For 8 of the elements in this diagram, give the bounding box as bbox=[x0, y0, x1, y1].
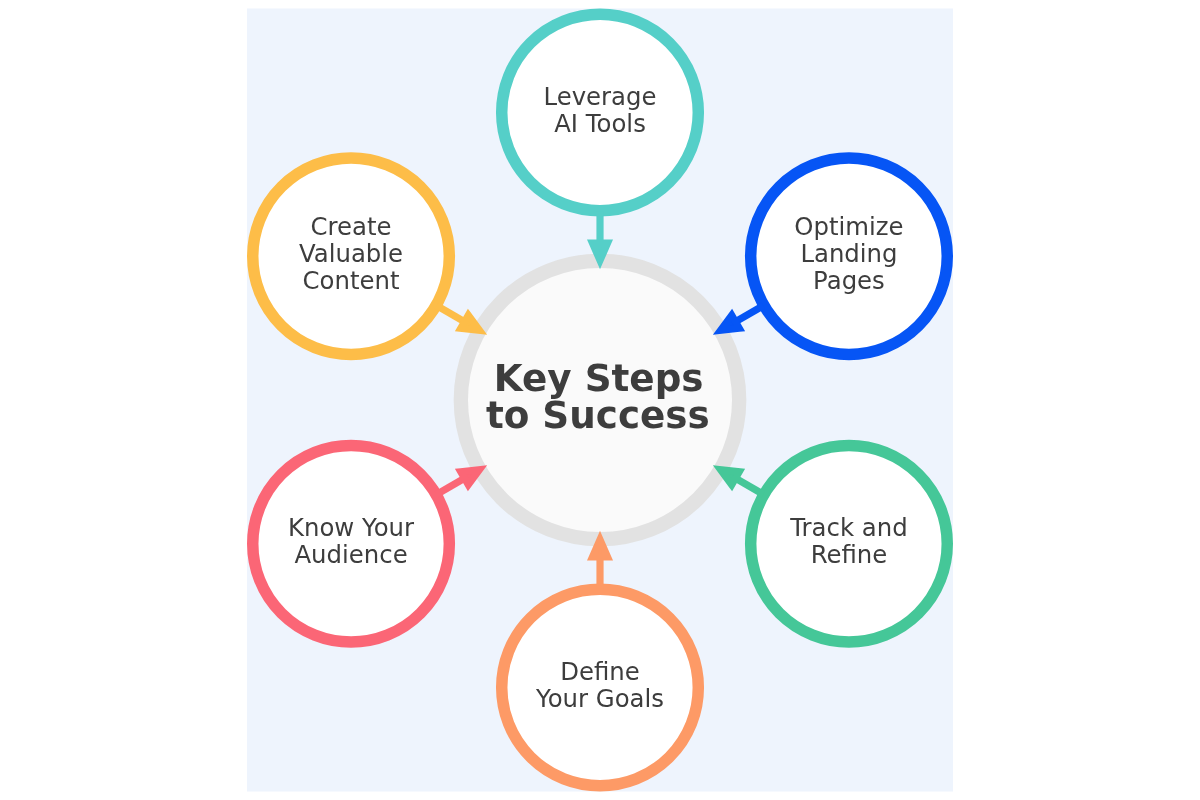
node-circle: Define Your Goals bbox=[496, 583, 705, 792]
node-circle: Leverage AI Tools bbox=[496, 8, 705, 217]
node-circle: Create Valuable Content bbox=[247, 152, 456, 361]
node-circle: Track and Refine bbox=[744, 439, 953, 648]
node-circle: Know Your Audience bbox=[247, 439, 456, 648]
arrow bbox=[587, 530, 614, 589]
arrow bbox=[587, 211, 614, 270]
node-circle: Optimize Landing Pages bbox=[744, 152, 953, 361]
